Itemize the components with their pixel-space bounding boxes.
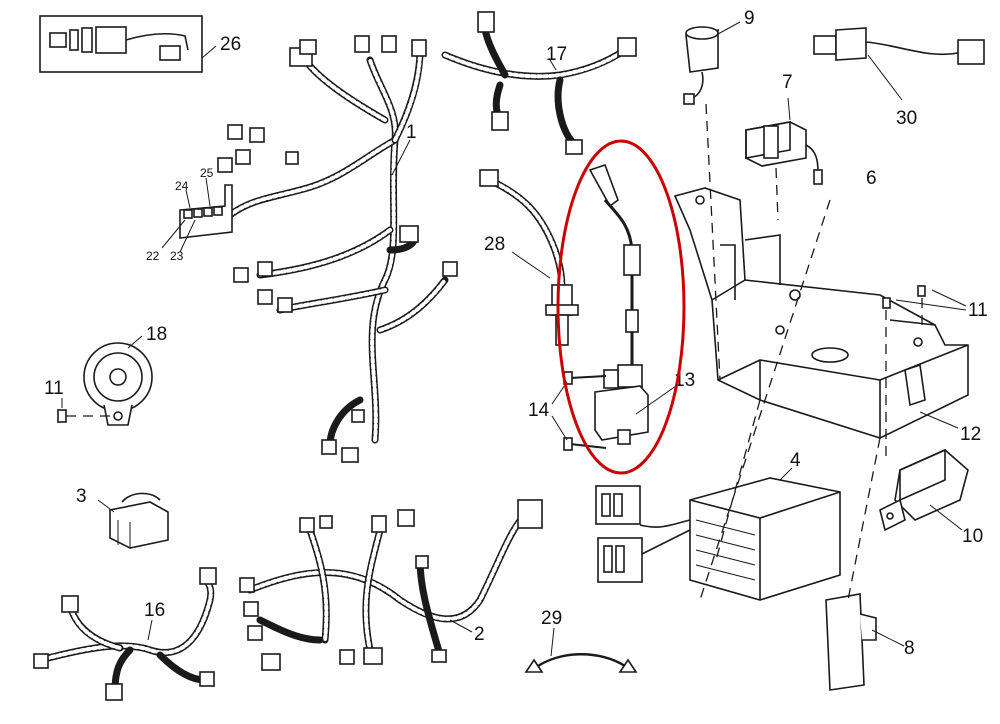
callout-8: 8 <box>904 638 915 659</box>
part-30-sensor: 30 <box>813 27 985 129</box>
callout-24: 24 <box>175 179 189 193</box>
callout-14: 14 <box>528 400 550 421</box>
part-9-relay: 9 <box>683 8 755 105</box>
part-7-relay: 7 <box>745 72 823 185</box>
callout-6: 6 <box>866 168 877 189</box>
callout-16: 16 <box>144 600 165 621</box>
part-17-harness: 17 <box>441 11 637 155</box>
part-1-main-harness: 1 <box>217 35 458 463</box>
part-28-sensor: 28 <box>479 169 579 346</box>
callout-25: 25 <box>200 166 214 180</box>
part-3-solenoid: 3 <box>76 486 169 549</box>
callout-2: 2 <box>474 624 485 645</box>
callout-26: 26 <box>220 34 241 55</box>
callout-10: 10 <box>962 526 983 547</box>
part-11-bolt-left: 11 <box>44 378 110 423</box>
part-6-bracket: 6 <box>673 168 969 439</box>
callout-29: 29 <box>541 608 562 629</box>
callout-4: 4 <box>790 450 801 471</box>
callout-7: 7 <box>782 72 793 93</box>
callout-23: 23 <box>170 249 184 263</box>
part-22-25-terminal-bracket: 24 25 22 23 <box>146 166 233 263</box>
part-16-harness: 16 <box>33 567 217 701</box>
highlight-ellipse <box>556 139 686 475</box>
callout-3: 3 <box>76 486 87 507</box>
part-11-bolts-right: 11 <box>882 285 988 460</box>
callout-28: 28 <box>484 234 505 255</box>
part-13-ignition-coil: 13 <box>588 163 695 445</box>
callout-11-left: 11 <box>44 378 64 399</box>
part-10-relay: 10 <box>879 448 983 547</box>
callout-1: 1 <box>406 122 417 143</box>
part-29-ground-wire: 29 <box>524 608 638 673</box>
part-18-horn: 18 <box>83 324 167 426</box>
part-26-ignition-switch: 26 <box>39 15 241 73</box>
callout-17: 17 <box>546 44 567 65</box>
assembly-lines <box>699 103 881 601</box>
part-26-box <box>39 15 203 73</box>
part-4-regulator: 4 <box>595 450 841 601</box>
part-8-module: 8 <box>825 593 915 691</box>
callout-22: 22 <box>146 249 160 263</box>
callout-18: 18 <box>146 324 167 345</box>
callout-12: 12 <box>960 424 981 445</box>
callout-9: 9 <box>744 8 755 29</box>
callout-30: 30 <box>896 108 917 129</box>
callout-11-right: 11 <box>968 300 988 321</box>
part-2-harness: 2 <box>239 499 543 671</box>
